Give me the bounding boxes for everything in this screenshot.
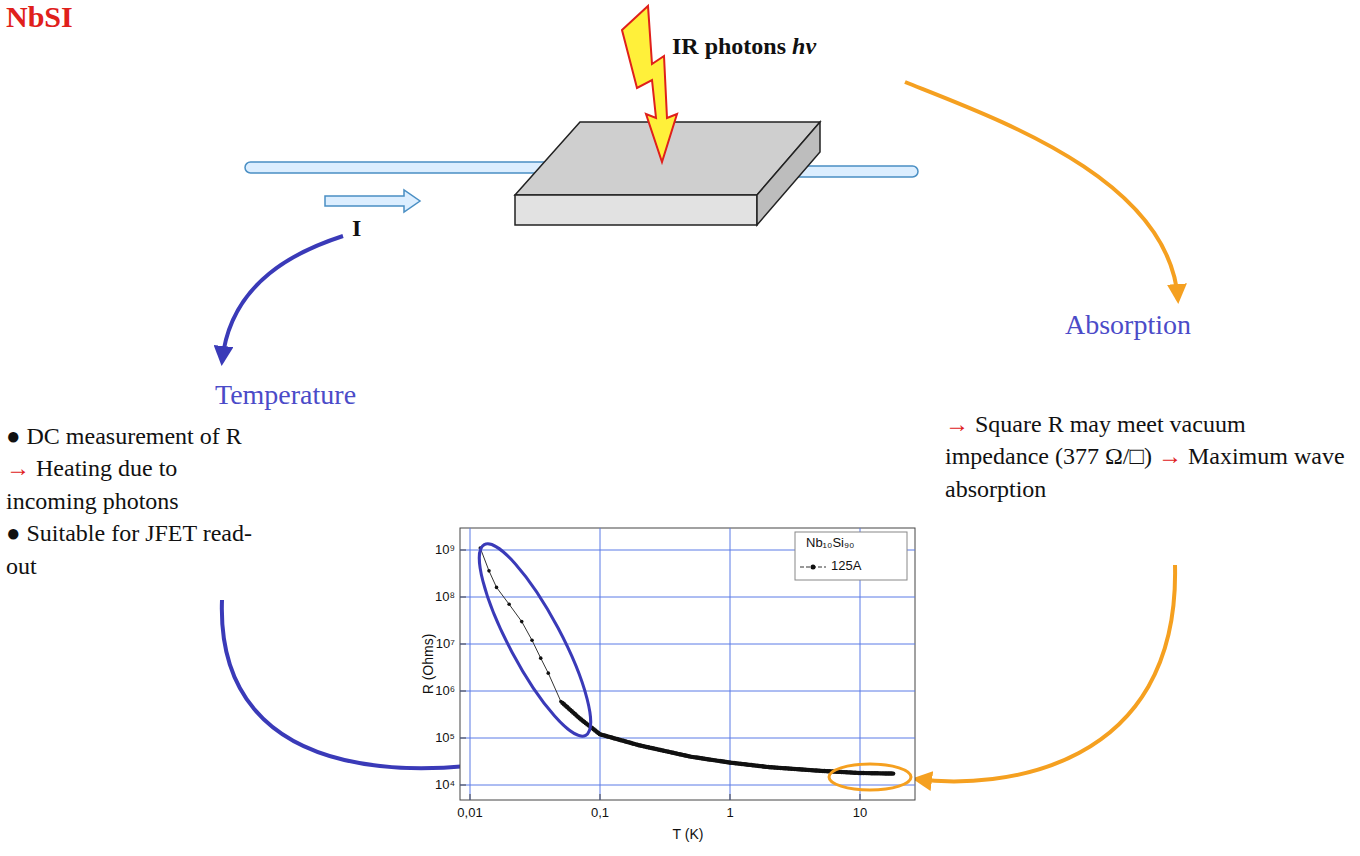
highlight-ellipse bbox=[829, 764, 911, 790]
tick-label: 10⁹ bbox=[435, 542, 455, 558]
photon-label: IR photons hν bbox=[672, 30, 816, 62]
legend-box bbox=[795, 532, 907, 580]
grid bbox=[460, 528, 915, 800]
current-arrow bbox=[325, 190, 420, 212]
axis-title: T (K) bbox=[673, 826, 704, 843]
tick-label: 0,01 bbox=[457, 805, 482, 821]
note-text: → Square R may meet vacuum impedance (37… bbox=[945, 408, 1345, 505]
tick-label: 10 bbox=[853, 805, 867, 821]
slab-side bbox=[757, 122, 820, 225]
tick-label: 10⁷ bbox=[436, 636, 455, 652]
tick-label: 10⁶ bbox=[435, 683, 455, 699]
highlight-ellipse bbox=[461, 532, 608, 747]
curved-arrow bbox=[905, 82, 1178, 300]
current-label: I bbox=[352, 212, 361, 244]
legend-sample-dot bbox=[811, 565, 816, 570]
bullet-text: ● Suitable for JFET read-out bbox=[6, 517, 266, 582]
section-heading: Temperature bbox=[215, 376, 356, 414]
legend-label: 125A bbox=[831, 558, 861, 573]
bullet-text: ● DC measurement of R bbox=[6, 420, 266, 452]
tick-label: 10⁴ bbox=[435, 777, 455, 793]
tick-label: 10⁸ bbox=[435, 589, 455, 605]
plot-frame bbox=[460, 528, 915, 800]
section-heading: Absorption bbox=[1065, 306, 1191, 344]
data-series bbox=[478, 546, 895, 776]
lightning-bolt bbox=[622, 6, 677, 162]
tick-label: 0,1 bbox=[591, 805, 609, 821]
slab-front bbox=[515, 195, 757, 225]
axis-title: R (Ohms) bbox=[420, 634, 437, 695]
curved-arrow bbox=[916, 565, 1175, 781]
curved-arrow bbox=[222, 236, 343, 362]
left-lead bbox=[245, 162, 580, 173]
tick-label: 10⁵ bbox=[435, 730, 455, 746]
legend-title: Nb₁₀Si₉₀ bbox=[806, 535, 855, 551]
slide-title: NbSI bbox=[6, 0, 73, 34]
axis-ticks bbox=[460, 550, 860, 800]
tick-label: 1 bbox=[726, 805, 733, 821]
note-text: → Heating due to incoming photons bbox=[6, 452, 266, 517]
